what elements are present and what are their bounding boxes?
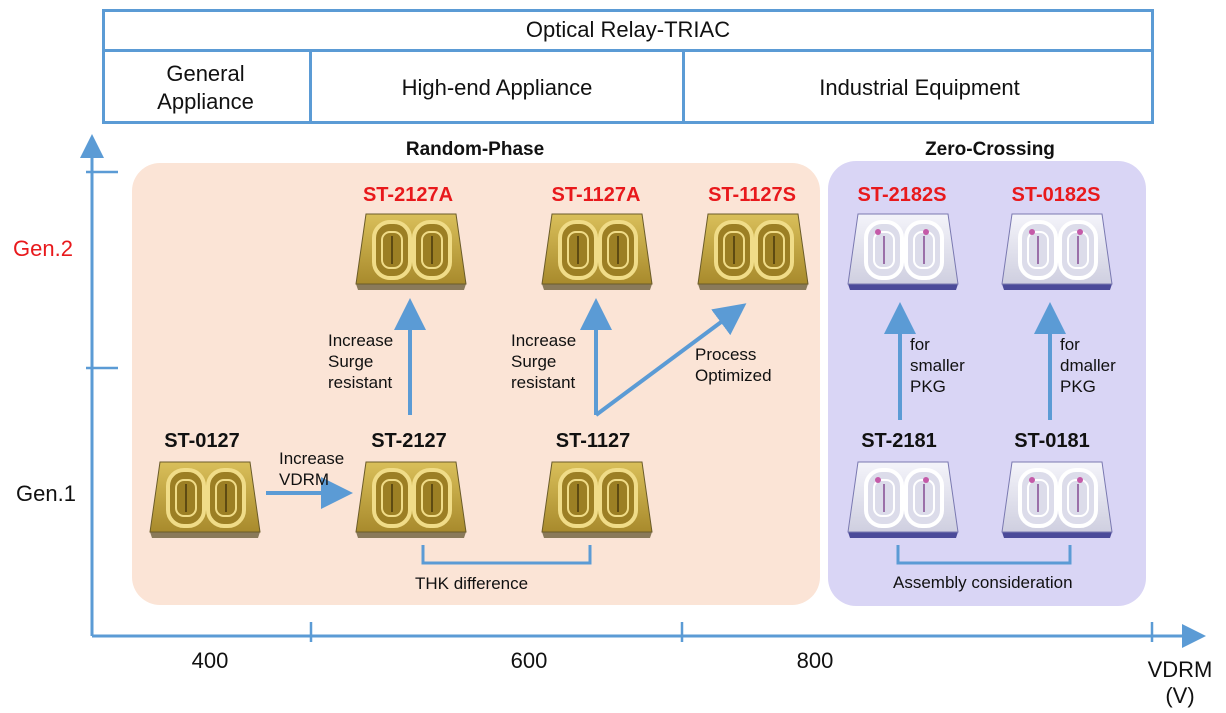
chip-st0182s: [1001, 213, 1113, 290]
chip-st1127s: [697, 213, 809, 290]
header-divider: [102, 49, 1154, 52]
label-st2127: ST-2127: [371, 430, 447, 452]
note-dmaller-pkg: for dmaller PKG: [1060, 335, 1116, 396]
chip-st2182s: [847, 213, 959, 290]
random-phase-title: Random-Phase: [405, 139, 545, 160]
label-st0181: ST-0181: [1014, 430, 1090, 452]
zero-crossing-title: Zero-Crossing: [925, 139, 1055, 160]
x-tick-label-800: 800: [796, 648, 834, 673]
note-thk-difference: THK difference: [415, 574, 529, 593]
label-st1127a: ST-1127A: [551, 184, 641, 206]
label-st2182s: ST-2182S: [857, 184, 947, 206]
x-axis-label: VDRM (V): [1147, 657, 1213, 708]
segment-high-end-appliance: High-end Appliance: [309, 52, 682, 124]
chip-st0181: [1001, 461, 1113, 538]
note-surge-2: Increase Surge resistant: [511, 331, 577, 392]
x-tick-label-400: 400: [191, 648, 229, 673]
gen1-label: Gen.1: [16, 481, 76, 506]
chip-st2181: [847, 461, 959, 538]
bracket-thk: [421, 545, 592, 565]
segment-industrial-equipment: Industrial Equipment: [682, 52, 1154, 124]
note-surge-1: Increase Surge resistant: [328, 331, 394, 392]
label-st1127: ST-1127: [555, 430, 631, 452]
label-st1127s: ST-1127S: [708, 184, 796, 206]
chip-st0127: [149, 461, 261, 538]
gen2-label: Gen.2: [13, 236, 73, 261]
chip-st2127: [355, 461, 467, 538]
bracket-assembly: [896, 545, 1072, 565]
note-increase-vdrm: Increase VDRM: [279, 449, 345, 489]
label-st0127: ST-0127: [164, 430, 240, 452]
label-st0182s: ST-0182S: [1011, 184, 1101, 206]
segment-general-appliance: General Appliance: [157, 61, 254, 114]
chip-st1127: [541, 461, 653, 538]
note-smaller-pkg: for smaller PKG: [910, 335, 965, 396]
header-title: Optical Relay-TRIAC: [525, 17, 731, 42]
chip-st2127a: [355, 213, 467, 290]
chip-st1127a: [541, 213, 653, 290]
x-tick-label-600: 600: [510, 648, 548, 673]
header-table: [102, 9, 1154, 124]
label-st2181: ST-2181: [861, 430, 937, 452]
note-assembly-consideration: Assembly consideration: [893, 573, 1073, 592]
note-process-optimized: Process Optimized: [695, 345, 772, 385]
arrow-process-optimized: [594, 303, 747, 417]
label-st2127a: ST-2127A: [362, 184, 454, 206]
